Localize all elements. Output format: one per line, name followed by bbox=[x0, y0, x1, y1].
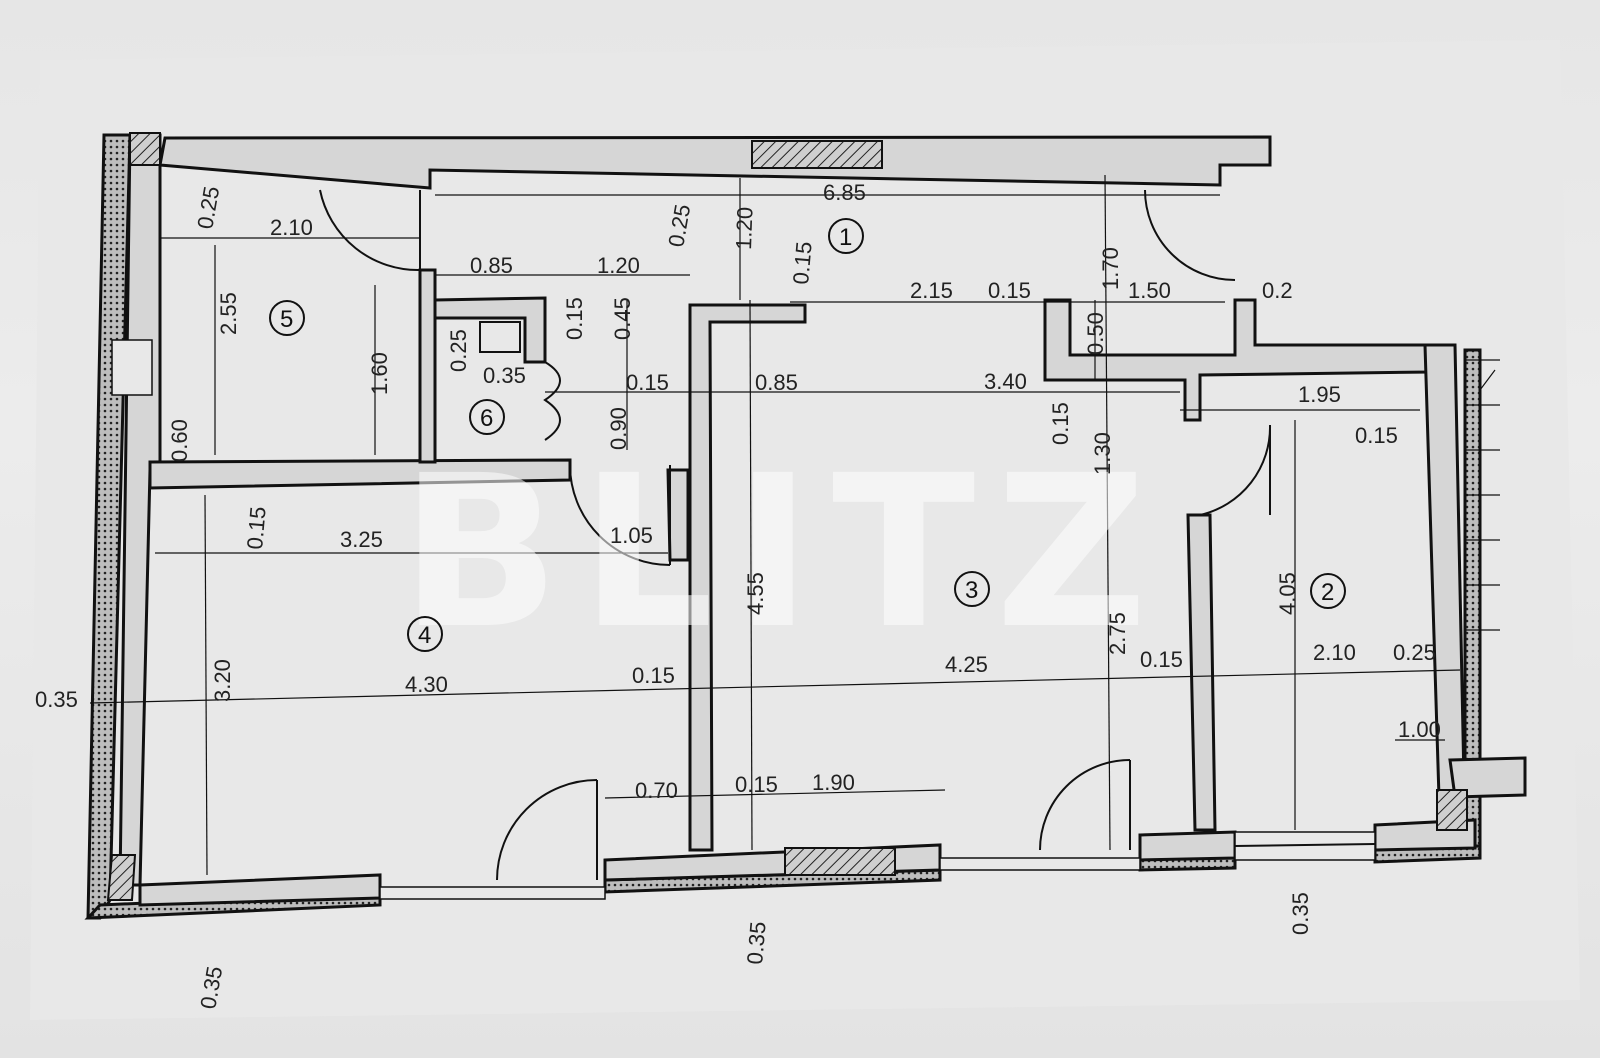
room-number-4: 4 bbox=[418, 622, 431, 649]
windows bbox=[111, 339, 1376, 900]
dim-0-15-h: 0.15 bbox=[632, 663, 675, 688]
dim-0-85-a: 0.85 bbox=[470, 253, 513, 278]
room-marker-1 bbox=[828, 218, 864, 254]
dim-1-50: 1.50 bbox=[1128, 278, 1171, 303]
structural-columns bbox=[106, 132, 1468, 901]
dim-0-60: 0.60 bbox=[167, 419, 192, 462]
dim-0-15-a: 0.15 bbox=[788, 241, 817, 286]
room-marker-2 bbox=[1310, 573, 1346, 609]
dim-4-25: 4.25 bbox=[945, 652, 988, 677]
dim-0-15-e: 0.15 bbox=[1048, 402, 1073, 445]
room-labels: 1 2 3 4 5 6 bbox=[269, 218, 1346, 652]
room-marker-6 bbox=[469, 399, 505, 435]
room-marker-4 bbox=[407, 616, 443, 652]
dim-0-15-d: 0.15 bbox=[626, 370, 669, 395]
room-number-2: 2 bbox=[1321, 579, 1334, 606]
room-number-6: 6 bbox=[480, 405, 493, 432]
dim-0-35-e: 0.35 bbox=[1288, 892, 1313, 935]
dim-0-90: 0.90 bbox=[606, 407, 631, 450]
watermark: BLITZ bbox=[400, 430, 1168, 675]
balcony-railing bbox=[1465, 359, 1500, 631]
dim-4-55: 4.55 bbox=[743, 572, 768, 615]
dim-3-20: 3.20 bbox=[210, 659, 235, 702]
dim-1-60: 1.60 bbox=[367, 352, 392, 395]
dim-6-85: 6.85 bbox=[823, 180, 866, 205]
room-marker-5 bbox=[269, 300, 305, 336]
dim-3-25: 3.25 bbox=[340, 527, 383, 552]
dim-1-00: 1.00 bbox=[1398, 717, 1441, 742]
dim-2-10-b: 2.10 bbox=[1313, 640, 1356, 665]
dim-4-30: 4.30 bbox=[405, 672, 448, 697]
dim-1-95: 1.95 bbox=[1298, 382, 1341, 407]
dim-0-15-j: 0.15 bbox=[735, 772, 778, 797]
dim-1-20-b: 1.20 bbox=[597, 253, 640, 278]
dim-0-45: 0.45 bbox=[610, 297, 635, 340]
room-number-5: 5 bbox=[280, 306, 293, 333]
dim-1-20-a: 1.20 bbox=[731, 206, 757, 250]
dim-0-15-b: 0.15 bbox=[988, 278, 1031, 303]
dim-2-15: 2.15 bbox=[910, 278, 953, 303]
dimension-lines bbox=[89, 174, 1461, 876]
dim-2-75: 2.75 bbox=[1105, 612, 1130, 655]
dim-0-15-i: 0.15 bbox=[1140, 647, 1183, 672]
dim-1-90: 1.90 bbox=[812, 770, 855, 795]
dim-1-05: 1.05 bbox=[610, 523, 653, 548]
dim-0-2: 0.2 bbox=[1262, 278, 1293, 303]
dim-0-15-g: 0.15 bbox=[242, 506, 271, 551]
dim-2-55: 2.55 bbox=[216, 292, 241, 335]
room-number-3: 3 bbox=[965, 577, 978, 604]
dim-2-10-a: 2.10 bbox=[270, 215, 313, 240]
dim-0-50: 0.50 bbox=[1083, 312, 1108, 355]
dim-1-30: 1.30 bbox=[1090, 432, 1115, 475]
dim-0-25-c: 0.25 bbox=[446, 329, 471, 372]
dim-1-70: 1.70 bbox=[1098, 247, 1123, 290]
dim-0-35-d: 0.35 bbox=[742, 921, 771, 966]
dim-0-70: 0.70 bbox=[635, 778, 678, 803]
dim-0-35-a: 0.35 bbox=[483, 363, 526, 388]
dim-0-15-f: 0.15 bbox=[1355, 423, 1398, 448]
fixture-icon bbox=[479, 321, 521, 353]
dim-0-15-c: 0.15 bbox=[562, 297, 587, 340]
dim-4-05: 4.05 bbox=[1275, 572, 1300, 615]
doors bbox=[319, 189, 1272, 881]
dim-3-40: 3.40 bbox=[984, 369, 1027, 394]
dim-0-25-d: 0.25 bbox=[1393, 640, 1436, 665]
room-number-1: 1 bbox=[839, 224, 852, 251]
interior-walls bbox=[118, 133, 1527, 907]
dim-0-85-b: 0.85 bbox=[755, 370, 798, 395]
dim-0-35-b: 0.35 bbox=[35, 687, 78, 712]
dimension-labels: 6.85 0.25 0.25 2.10 1.20 1.20 0.85 0.15 … bbox=[35, 180, 1441, 1011]
room-marker-3 bbox=[954, 571, 990, 607]
